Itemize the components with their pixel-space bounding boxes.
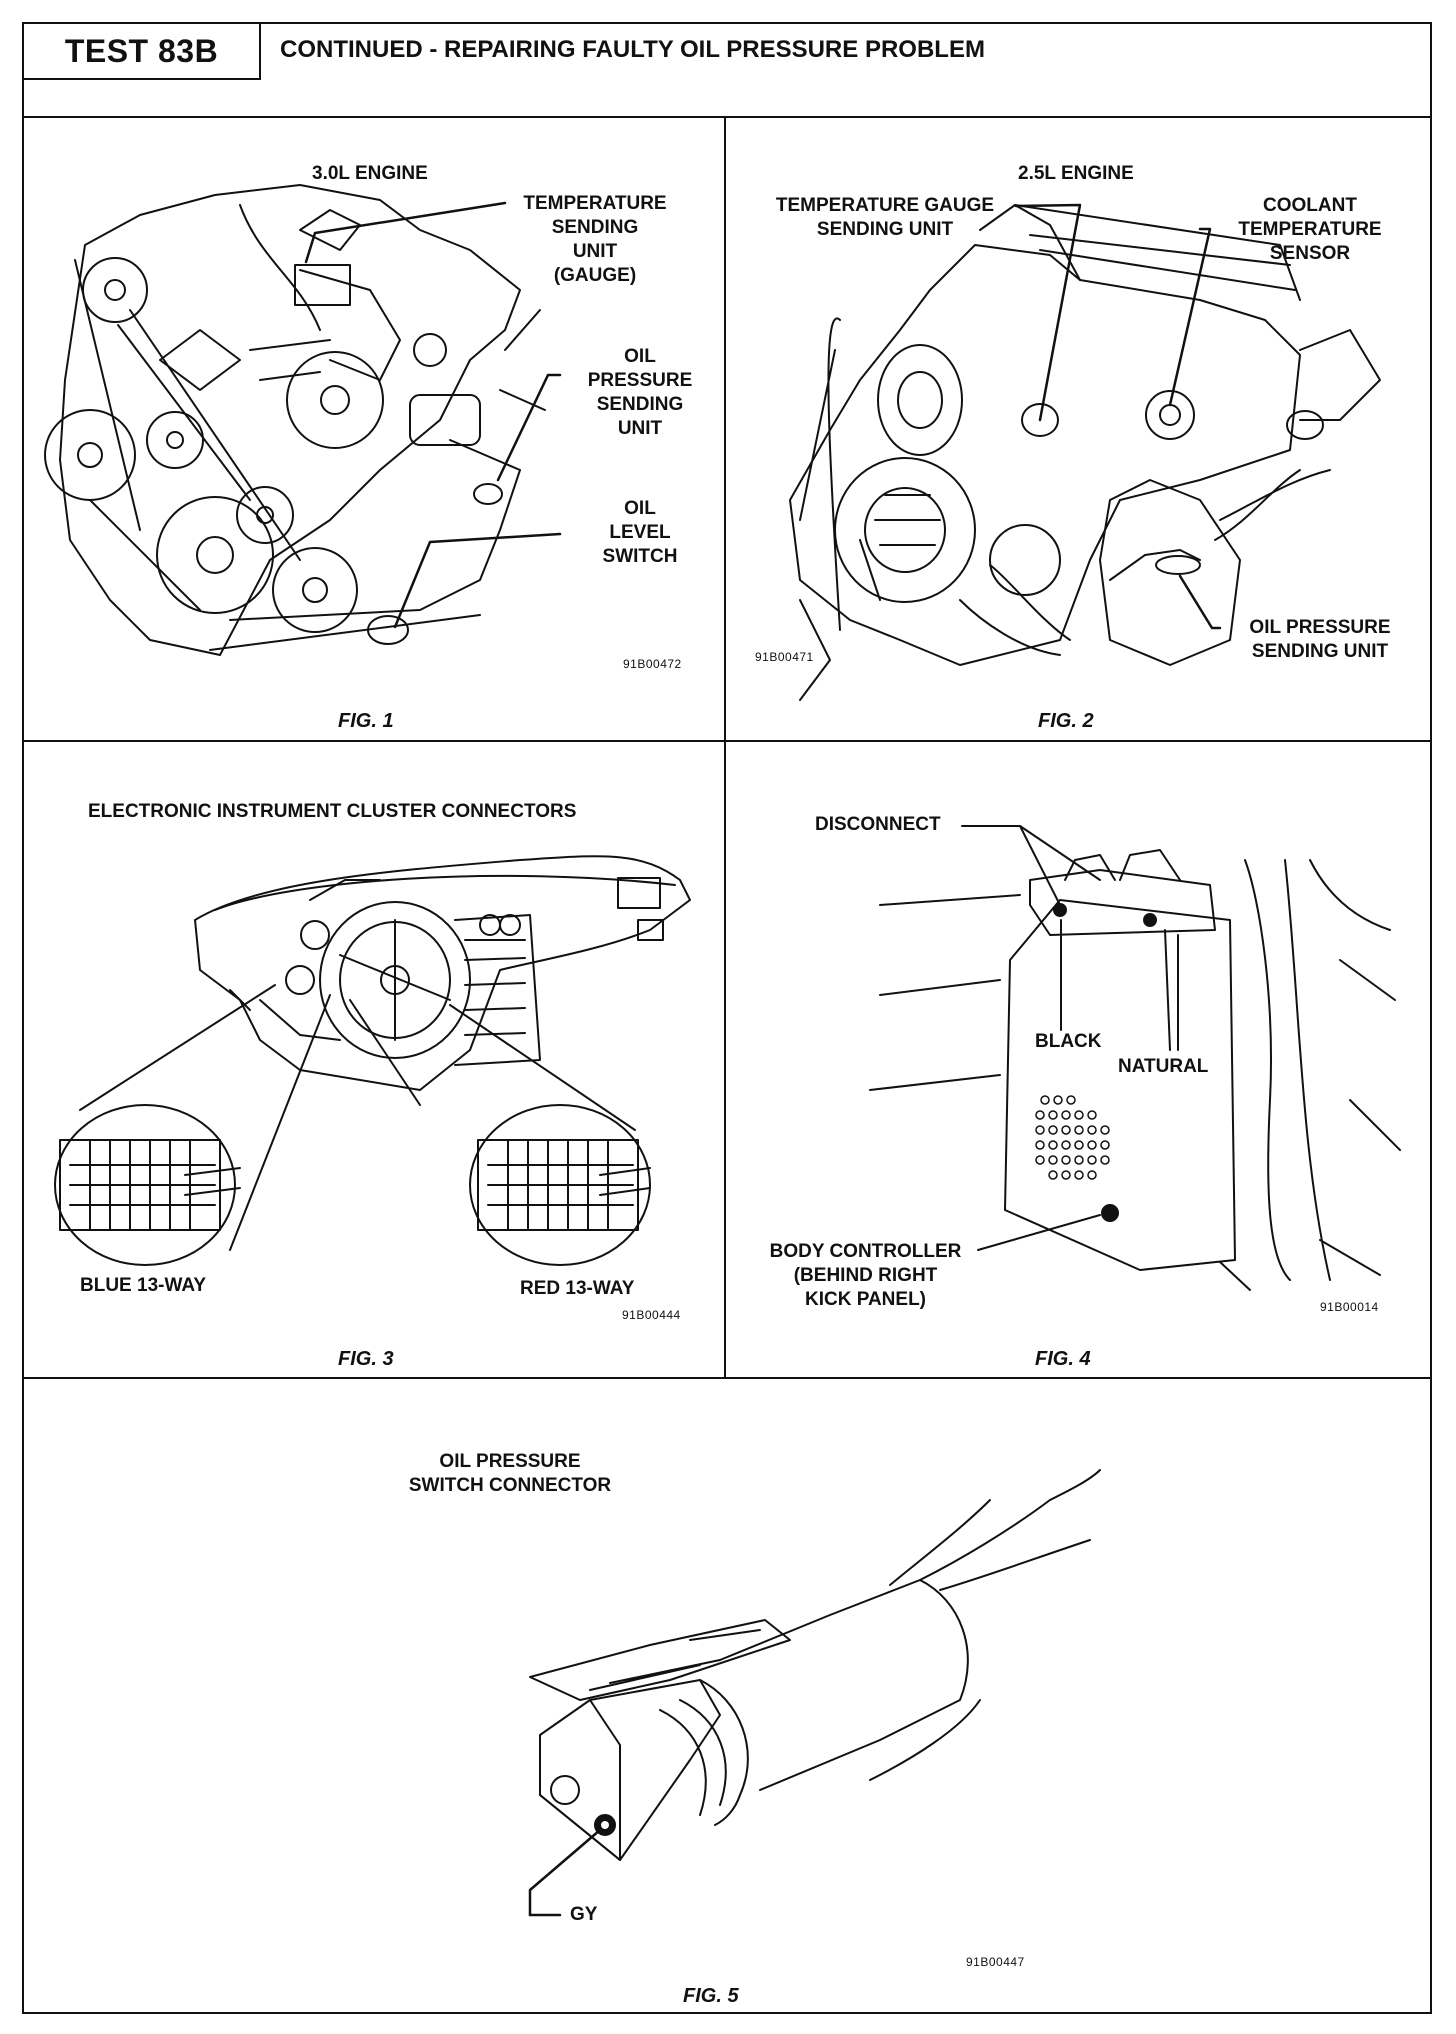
engine-3-0l-drawing <box>44 184 546 656</box>
fig2-leader-lines <box>1014 203 1222 630</box>
fig5-leader-line <box>528 1828 602 1917</box>
fig1-caption: FIG. 1 <box>338 710 394 732</box>
fig4-disconnect-label: DISCONNECT <box>815 814 941 835</box>
row1-divider <box>24 740 1430 742</box>
test-id-box: TEST 83B <box>24 24 261 80</box>
fig3-heading: ELECTRONIC INSTRUMENT CLUSTER CONNECTORS <box>88 801 577 822</box>
fig4-body-controller-label: BODY CONTROLLER (BEHIND RIGHT KICK PANEL… <box>769 1241 962 1310</box>
fig1-heading: 3.0L ENGINE <box>312 163 428 184</box>
instrument-panel-drawing <box>194 855 691 1091</box>
fig2-oil-pressure-sending-unit-label: OIL PRESSURE SENDING UNIT <box>1249 617 1391 662</box>
fig1-oil-level-switch-label: OIL LEVEL SWITCH <box>602 498 678 567</box>
fig3-leader-lines <box>79 984 636 1251</box>
fig3-caption: FIG. 3 <box>338 1348 394 1370</box>
fig1-temp-sending-unit-label: TEMPERATURE SENDING UNIT (GAUGE) <box>523 193 667 286</box>
fig4-caption: FIG. 4 <box>1035 1348 1091 1370</box>
fig1-code: 91B00472 <box>623 657 682 671</box>
row2-divider <box>24 1377 1430 1379</box>
header-divider <box>24 116 1430 118</box>
fig2-temp-gauge-sending-unit-label: TEMPERATURE GAUGE SENDING UNIT <box>775 195 995 240</box>
fig5-gy-label: GY <box>570 1904 598 1925</box>
fig2-coolant-temp-sensor-label: COOLANT TEMPERATURE SENSOR <box>1238 195 1382 264</box>
fig5-code: 91B00447 <box>966 1955 1025 1969</box>
column-divider <box>724 116 726 1378</box>
red-connector-drawing <box>469 1104 651 1266</box>
fig4-natural-label: NATURAL <box>1118 1056 1209 1077</box>
page-frame <box>22 22 1432 2014</box>
fig1-leader-lines <box>304 201 562 629</box>
body-controller-drawing <box>869 849 1401 1291</box>
fig2-caption: FIG. 2 <box>1038 710 1094 732</box>
switch-connector-drawing <box>529 1469 1101 1861</box>
fig4-leader-lines <box>961 825 1179 1251</box>
fig5-heading: OIL PRESSURE SWITCH CONNECTOR <box>408 1451 612 1496</box>
fig4-black-label: BLACK <box>1035 1031 1102 1052</box>
fig2-code: 91B00471 <box>755 650 814 664</box>
blue-connector-drawing <box>54 1104 241 1266</box>
fig3-red-13-way-label: RED 13-WAY <box>520 1278 635 1299</box>
page-title: CONTINUED - REPAIRING FAULTY OIL PRESSUR… <box>280 36 985 63</box>
fig3-blue-13-way-label: BLUE 13-WAY <box>80 1275 206 1296</box>
fig3-code: 91B00444 <box>622 1308 681 1322</box>
fig4-code: 91B00014 <box>1320 1300 1379 1314</box>
fig1-oil-pressure-sending-unit-label: OIL PRESSURE SENDING UNIT <box>587 346 693 439</box>
fig5-caption: FIG. 5 <box>683 1985 739 2007</box>
fig2-heading: 2.5L ENGINE <box>1018 163 1134 184</box>
